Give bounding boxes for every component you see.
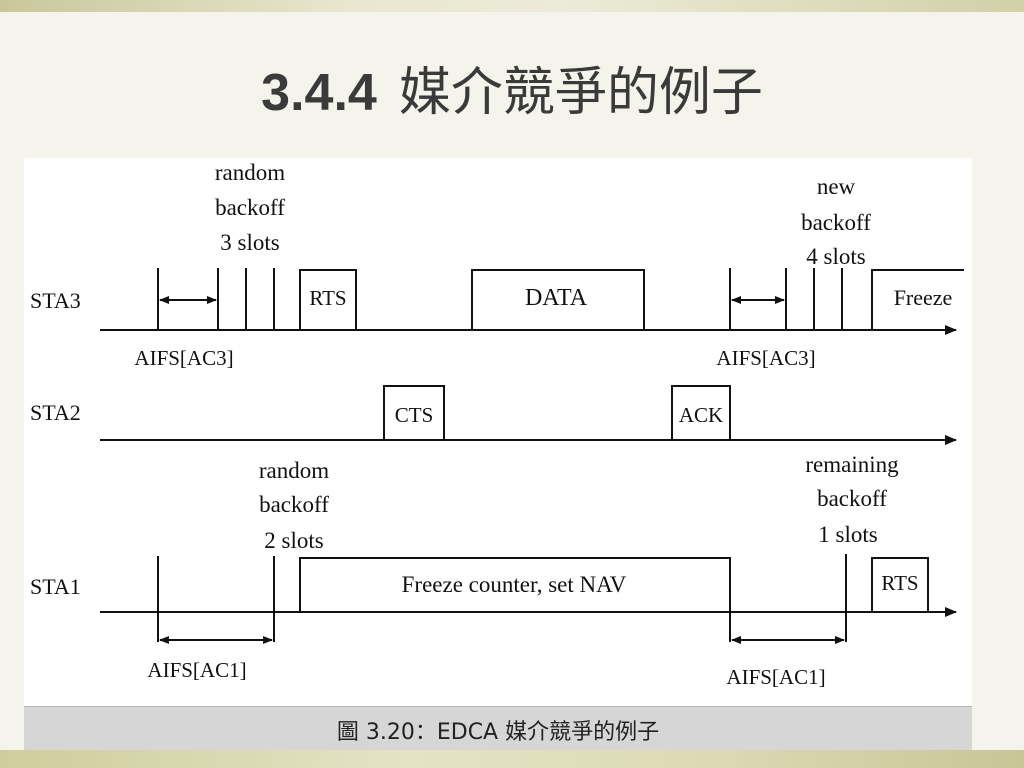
slide-title: 3.4.4 媒介競爭的例子 xyxy=(0,58,1024,128)
sta1-rts-label: RTS xyxy=(881,571,918,595)
sta3-rts-frame xyxy=(299,269,357,330)
sta1-backoff-annotation-1: random backoff 2 slots xyxy=(259,458,329,553)
edca-timing-diagram: STA3 STA2 STA1 RTS DATA Freeze CTS ACK F… xyxy=(24,158,972,706)
sta3-freeze-label: Freeze xyxy=(894,285,953,310)
sta1-rts-frame xyxy=(871,557,929,612)
sta1-aifs-label-2: AIFS[AC1] xyxy=(726,665,825,689)
annotation-line: backoff xyxy=(215,195,285,220)
sta3-data-frame xyxy=(471,269,645,330)
annotation-line: remaining xyxy=(805,452,899,477)
sta3-label: STA3 xyxy=(30,288,81,313)
sta3-backoff-annotation-2: new backoff 4 slots xyxy=(801,174,871,269)
slide-title-number: 3.4.4 xyxy=(261,64,377,122)
sta1-freeze-label: Freeze counter, set NAV xyxy=(402,572,627,597)
annotation-line: backoff xyxy=(259,492,329,517)
sta2-ack-frame xyxy=(671,385,731,440)
sta2-label: STA2 xyxy=(30,400,81,425)
sta2-cts-label: CTS xyxy=(395,403,434,427)
sta1-label: STA1 xyxy=(30,574,81,599)
annotation-line: 3 slots xyxy=(220,230,279,255)
annotation-line: backoff xyxy=(801,210,871,235)
sta3-aifs-label-1: AIFS[AC3] xyxy=(134,346,233,370)
sta3-freeze-frame xyxy=(871,269,964,330)
annotation-line: 1 slots xyxy=(818,522,877,547)
annotation-line: backoff xyxy=(817,486,887,511)
sta1-aifs-label-1: AIFS[AC1] xyxy=(147,658,246,682)
annotation-line: new xyxy=(817,174,856,199)
sta2-ack-label: ACK xyxy=(679,403,723,427)
annotation-line: random xyxy=(215,160,285,185)
top-decorative-band xyxy=(0,0,1024,12)
sta1-freeze-frame xyxy=(299,557,731,642)
sta3-aifs-label-2: AIFS[AC3] xyxy=(716,346,815,370)
sta2-cts-frame xyxy=(383,385,445,440)
sta1-backoff-annotation-2: remaining backoff 1 slots xyxy=(805,452,899,547)
sta3-data-label: DATA xyxy=(525,285,588,311)
annotation-line: 2 slots xyxy=(264,528,323,553)
annotation-line: 4 slots xyxy=(806,244,865,269)
slide-title-text: 媒介競爭的例子 xyxy=(398,63,763,123)
annotation-line: random xyxy=(259,458,329,483)
sta3-backoff-annotation-1: random backoff 3 slots xyxy=(215,160,285,255)
figure-caption: 圖 3.20：EDCA 媒介競爭的例子 xyxy=(336,720,660,745)
bottom-decorative-band xyxy=(0,750,1024,768)
sta3-rts-label: RTS xyxy=(309,286,346,310)
